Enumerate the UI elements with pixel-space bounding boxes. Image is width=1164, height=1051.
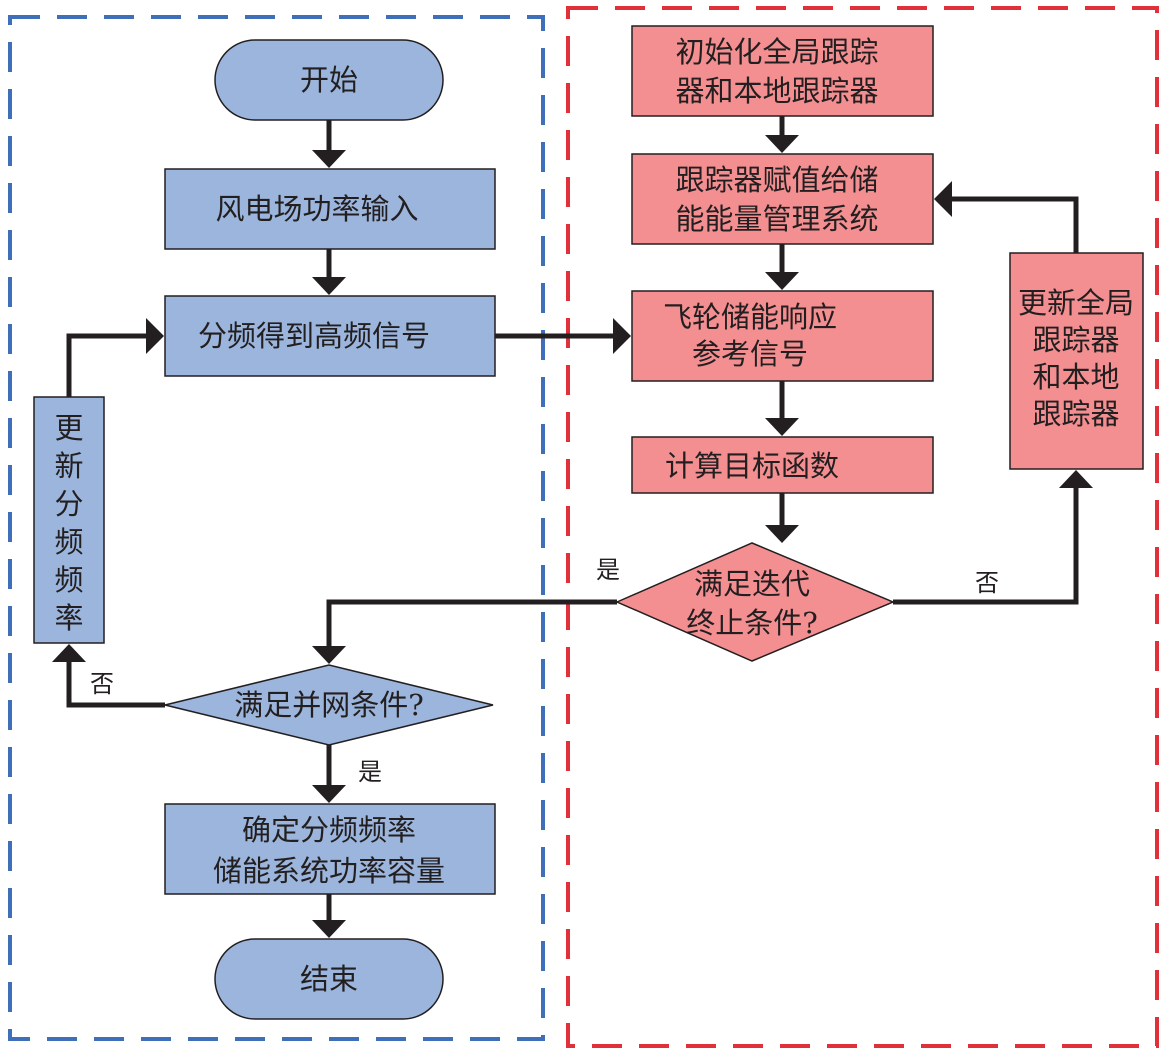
- connector-iter-yes-to-grid: [326, 599, 617, 648]
- flywheel-box: [631, 290, 934, 382]
- arrowhead-left-icon: [934, 181, 952, 217]
- update-trackers-line3: 和本地: [1032, 360, 1119, 394]
- objective-box: [631, 436, 934, 494]
- arrowhead-down-icon: [765, 525, 799, 543]
- connector-update-to-assign: [950, 196, 1079, 253]
- svg-text:频: 频: [54, 563, 83, 597]
- arrowhead-right-icon: [146, 318, 164, 354]
- arrowhead-up-icon: [52, 644, 86, 662]
- left-region-boundary: [8, 15, 545, 1041]
- init-trackers-box: [631, 25, 934, 117]
- svg-text:率: 率: [54, 601, 83, 635]
- arrowhead-down-icon: [765, 272, 799, 290]
- determine-box: [164, 803, 496, 895]
- arrowhead-down-icon: [312, 646, 346, 664]
- arrowhead-right-icon: [613, 318, 631, 354]
- determine-label-line2: 储能系统功率容量: [213, 854, 445, 888]
- iter-yes-label: 是: [596, 556, 620, 584]
- connector-grid-no-to-update: [66, 660, 165, 708]
- grid-condition-decision: [164, 664, 494, 746]
- assign-label-line2: 能能量管理系统: [675, 202, 878, 236]
- end-label: 结束: [300, 962, 358, 996]
- iter-no-label: 否: [975, 569, 999, 597]
- arrowheads: [52, 135, 1093, 938]
- update-freq-label: 更 新 分 频 频 率: [54, 411, 83, 635]
- arrowhead-down-icon: [312, 150, 346, 168]
- update-trackers-line1: 更新全局: [1018, 286, 1134, 320]
- arrowhead-down-icon: [312, 277, 346, 295]
- split-high-freq-label: 分频得到高频信号: [198, 319, 430, 353]
- start-label: 开始: [300, 63, 358, 97]
- end-terminal: [214, 938, 444, 1020]
- init-label-line1: 初始化全局跟踪: [675, 35, 878, 69]
- update-freq-box: [33, 396, 105, 644]
- grid-condition-label: 满足并网条件?: [234, 688, 424, 722]
- determine-label-line1: 确定分频频率: [242, 813, 416, 847]
- grid-no-label: 否: [90, 670, 114, 698]
- iter-condition-decision: [615, 542, 895, 662]
- svg-text:分: 分: [54, 487, 83, 521]
- svg-text:更: 更: [54, 411, 83, 445]
- connector-iter-no-to-update: [893, 486, 1079, 605]
- flywheel-label-line1: 飞轮储能响应: [663, 300, 837, 334]
- iter-condition-line2: 终止条件?: [686, 606, 818, 640]
- arrowhead-down-icon: [312, 785, 346, 803]
- update-trackers-line2: 跟踪器: [1032, 323, 1119, 357]
- wind-input-label: 风电场功率输入: [215, 192, 418, 226]
- connector-update-to-split: [66, 333, 148, 397]
- assign-label-line1: 跟踪器赋值给储: [675, 163, 878, 197]
- arrowhead-down-icon: [765, 418, 799, 436]
- arrowhead-up-icon: [1059, 470, 1093, 488]
- assign-box: [631, 153, 934, 245]
- svg-text:频: 频: [54, 525, 83, 559]
- wind-input-box: [164, 168, 496, 250]
- iter-condition-line1: 满足迭代: [694, 567, 810, 601]
- update-trackers-line4: 跟踪器: [1032, 397, 1119, 431]
- flywheel-label-line2: 参考信号: [692, 337, 808, 371]
- init-label-line2: 器和本地跟踪器: [675, 74, 878, 108]
- arrowhead-down-icon: [765, 135, 799, 153]
- svg-text:新: 新: [54, 449, 83, 483]
- right-region-boundary: [566, 6, 1159, 1048]
- arrowhead-down-icon: [312, 920, 346, 938]
- connectors: [66, 116, 1079, 922]
- grid-yes-label: 是: [358, 758, 382, 786]
- update-trackers-box: [1009, 252, 1144, 470]
- objective-label: 计算目标函数: [665, 449, 839, 483]
